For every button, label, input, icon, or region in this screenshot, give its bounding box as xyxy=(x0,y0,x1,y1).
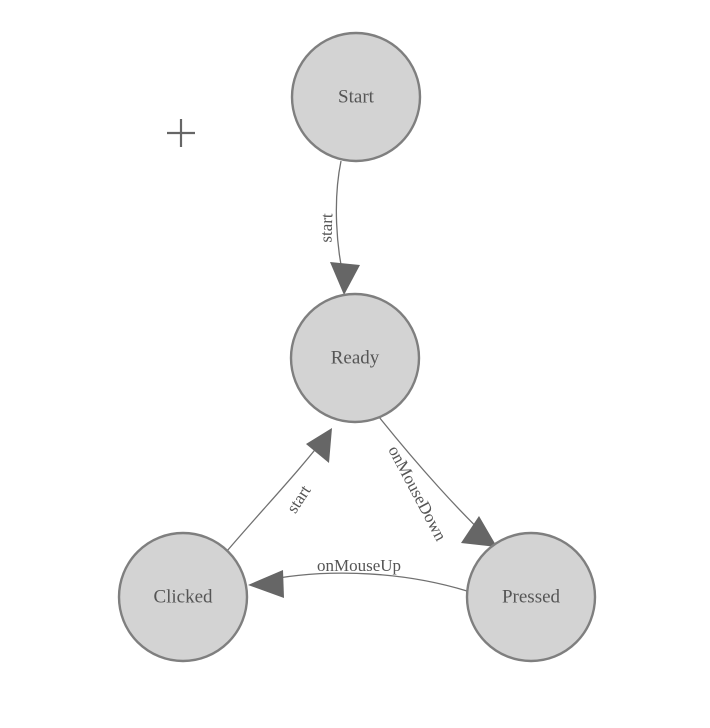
arrowhead-icon xyxy=(306,428,332,463)
node-pressed[interactable]: Pressed xyxy=(465,531,597,663)
edge-pressed-to-clicked[interactable]: onMouseUp xyxy=(248,556,468,598)
node-start[interactable]: Start xyxy=(290,31,422,163)
arrowhead-icon xyxy=(330,262,360,295)
edge-label-onmousedown: onMouseDown xyxy=(384,443,450,545)
edge-label-start: start xyxy=(316,213,336,243)
arrowhead-icon xyxy=(461,516,497,547)
edge-ready-to-pressed[interactable]: onMouseDown xyxy=(378,416,497,547)
arrowhead-icon xyxy=(248,570,284,598)
node-label: Pressed xyxy=(502,586,561,607)
edge-line xyxy=(257,572,468,592)
plus-icon[interactable] xyxy=(167,119,195,147)
node-shape[interactable] xyxy=(290,31,422,163)
edge-label-start-2: start xyxy=(283,481,315,516)
node-label: Ready xyxy=(331,347,380,368)
node-shape[interactable] xyxy=(117,531,249,663)
edge-start-to-ready[interactable]: start xyxy=(316,160,360,295)
node-label: Start xyxy=(338,86,375,107)
node-label: Clicked xyxy=(153,586,213,607)
node-ready[interactable]: Ready xyxy=(289,292,421,424)
node-shape[interactable] xyxy=(465,531,597,663)
edge-clicked-to-ready[interactable]: start xyxy=(226,428,332,552)
node-shape[interactable] xyxy=(289,292,421,424)
edge-label-onmouseup: onMouseUp xyxy=(317,556,401,575)
node-clicked[interactable]: Clicked xyxy=(117,531,249,663)
